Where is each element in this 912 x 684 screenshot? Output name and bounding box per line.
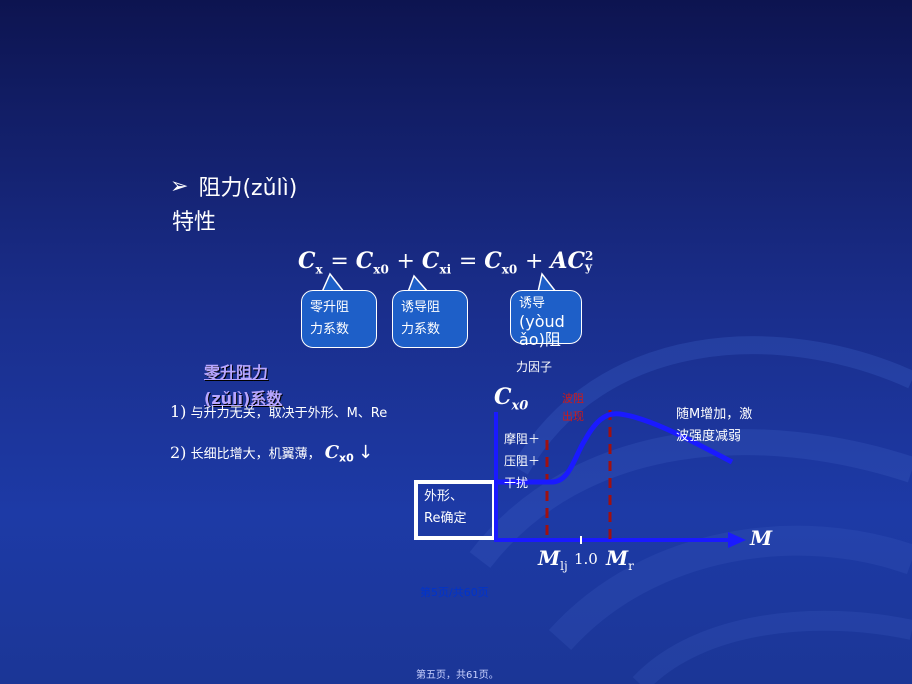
list-item-1-text: 与升力无关，取决于外形、M、Re: [190, 406, 388, 421]
formula-eq2: =: [458, 249, 485, 274]
formula-cx0-b-sub: x0: [501, 262, 518, 277]
x-axis-arrow-icon: [728, 532, 746, 548]
note-shock: 随M增加，激 波强度减弱: [676, 404, 752, 448]
tick-label-mr: Mr: [606, 546, 634, 573]
formula-cx0: C: [355, 248, 374, 274]
formula-acy-sup: 2: [585, 249, 594, 263]
list-item-2-sym-sub: x0: [339, 451, 354, 465]
tick-mlj-sub: lj: [560, 559, 568, 573]
formula-acy-sub: y: [585, 260, 592, 274]
bullet-arrow-icon: ➢: [170, 173, 189, 199]
list-item-1: 1) 与升力无关，取决于外形、M、Re: [170, 402, 387, 421]
list-item-2-num: 2): [170, 443, 187, 462]
formula-plus: +: [396, 249, 422, 274]
tick-mr-sub: r: [628, 559, 634, 573]
callout-induced-line1: 诱导阻: [401, 300, 441, 315]
note-shock-line1: 随M增加，激: [676, 407, 753, 422]
y-axis-label: Cx0: [494, 384, 528, 413]
section-heading-line2: (zǔlì)系数: [204, 389, 283, 408]
callout-factor-line4: 力因子: [516, 360, 553, 374]
formula-acy: AC: [550, 248, 585, 274]
callout-zero-lift: 零升阻 力系数: [301, 290, 377, 348]
tick-label-mlj: Mlj: [538, 546, 568, 573]
callout-factor-line2: (yòud: [519, 312, 565, 331]
tick-label-one: 1.0: [574, 550, 598, 568]
note-friction-line2: 压阻＋: [504, 454, 541, 468]
x-axis-label: M: [750, 526, 773, 550]
formula-plus2: +: [524, 249, 551, 274]
callout-factor-line1: 诱导: [519, 296, 546, 311]
list-item-2: 2) 长细比增大，机翼薄， Cx0 ↓: [170, 442, 373, 465]
y-axis-label-sub: x0: [511, 398, 529, 414]
page-indicator: 第5页/共60页: [420, 586, 489, 599]
section-heading-line1: 零升阻力: [204, 363, 269, 382]
list-item-2-text: 长细比增大，机翼薄，: [190, 447, 321, 462]
tick-mr-m: M: [606, 546, 629, 570]
title-text-line2: 特性: [172, 210, 217, 235]
note-wave: 波阻 出现: [562, 390, 584, 426]
note-friction-line1: 摩阻＋: [504, 432, 541, 446]
down-arrow-icon: ↓: [357, 442, 374, 463]
callout-zero-lift-line1: 零升阻: [310, 300, 350, 315]
callout-induced-factor: 诱导 (yòud ǎo)阻: [510, 290, 582, 349]
note-friction: 摩阻＋ 压阻＋ 干扰: [504, 428, 540, 494]
formula-cxi: C: [421, 248, 440, 274]
tick-mlj-m: M: [538, 546, 561, 570]
formula-cx-sub: x: [315, 262, 323, 277]
box-line1: 外形、: [424, 489, 464, 504]
callout-factor-line3: ǎo)阻: [519, 330, 561, 349]
note-wave-line2: 出现: [562, 410, 584, 423]
note-friction-line3: 干扰: [504, 476, 529, 490]
shape-re-box: 外形、 Re确定: [414, 480, 496, 540]
formula-cxi-sub: xi: [439, 262, 452, 277]
callout-induced-line2: 力系数: [401, 322, 441, 337]
callout-zero-lift-line2: 力系数: [310, 322, 350, 337]
page-footer: 第五页，共61页。: [416, 670, 499, 681]
y-axis-label-c: C: [494, 384, 512, 410]
title-text: 阻力(zǔlì): [198, 176, 298, 201]
section-heading: 零升阻力 (zǔlì)系数: [204, 360, 282, 412]
note-wave-line1: 波阻: [562, 392, 584, 405]
note-shock-line2: 波强度减弱: [676, 429, 742, 444]
callout-induced: 诱导阻 力系数: [392, 290, 468, 348]
formula-eq: =: [330, 249, 356, 274]
box-line2: Re确定: [424, 511, 467, 526]
slide-title: ➢ 阻力(zǔlì): [170, 170, 297, 202]
list-item-1-num: 1): [170, 402, 187, 421]
list-item-2-sym: C: [324, 442, 340, 463]
formula-cx0-b: C: [484, 248, 502, 274]
formula-cx: C: [298, 248, 316, 274]
formula-cx0-sub: x0: [373, 262, 389, 277]
